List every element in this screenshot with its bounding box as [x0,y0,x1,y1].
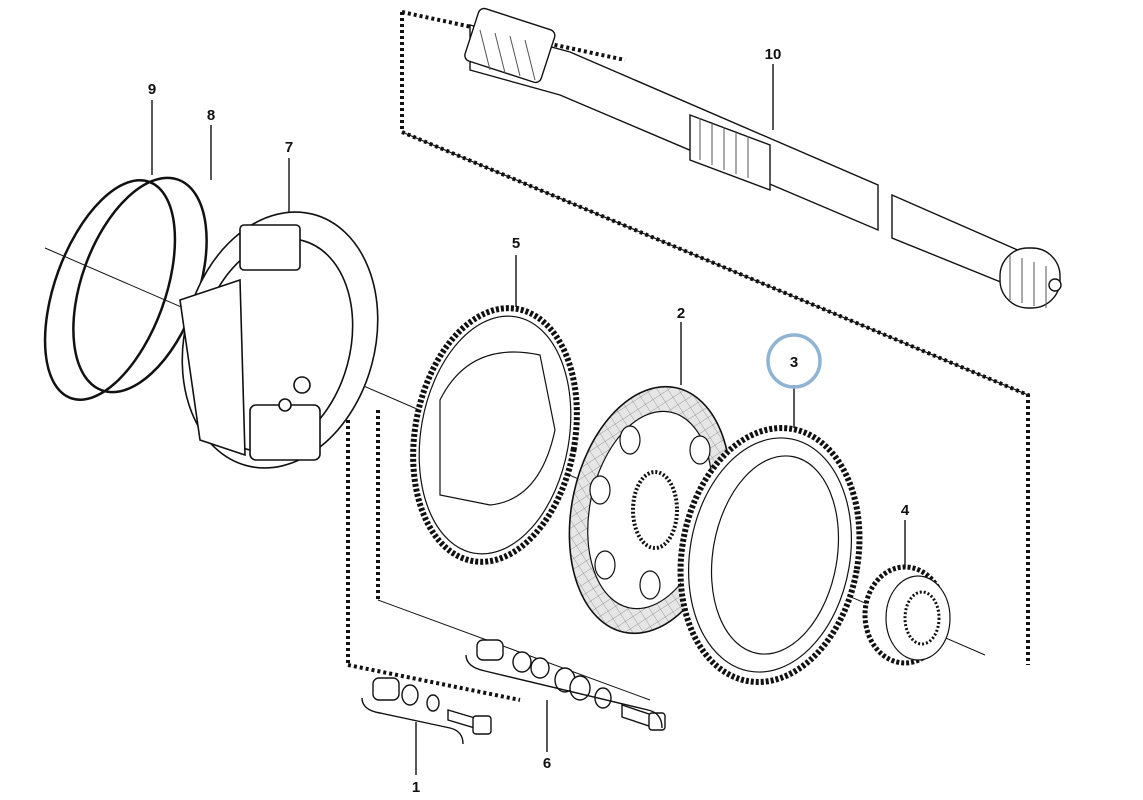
bolt-group-leader-line [377,599,651,701]
leader-lines [151,64,906,775]
bolt-kit-part-6 [476,639,666,731]
shaft-part-10 [464,7,1062,309]
callout-1: 1 [412,779,420,796]
callout-3: 3 [790,354,798,371]
bolt-group-boundary-1 [346,420,521,702]
shaft-group-boundary-thin [401,131,1029,396]
bolt-kit-part-1 [372,677,492,735]
callout-8: 8 [207,107,215,124]
callout-7: 7 [285,139,293,156]
callout-9: 9 [148,81,156,98]
highlight-ring-part-3 [766,333,822,389]
callout-2: 2 [677,305,685,322]
callout-5: 5 [512,235,520,252]
toothed-ring-part-3 [677,425,863,685]
callout-6: 6 [543,755,551,772]
housing-part-7 [179,211,379,469]
toothed-plate-part-5 [410,305,580,565]
callout-4: 4 [901,502,910,519]
gear-part-4 [862,564,951,666]
snap-ring-part-9 [43,179,177,401]
callout-10: 10 [765,46,782,63]
